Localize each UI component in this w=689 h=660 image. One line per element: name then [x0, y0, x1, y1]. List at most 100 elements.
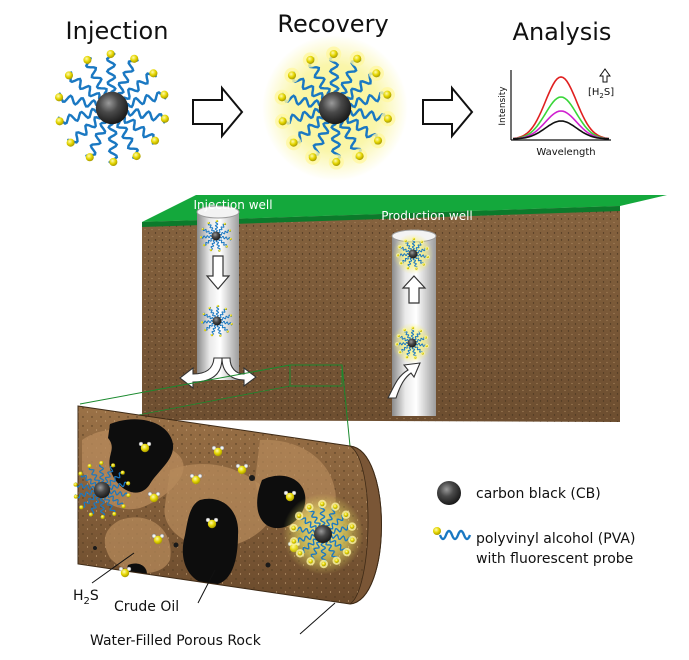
process-arrow-1 [192, 85, 244, 139]
h2s-leader-line [91, 552, 135, 584]
fluorescent-probe [120, 470, 125, 475]
pva-chain [116, 121, 140, 159]
spectrum-xlabel: Wavelength [536, 147, 595, 158]
pva-chain [57, 107, 98, 126]
pva-chain [84, 57, 108, 95]
rock-leader-line [299, 602, 336, 635]
spectrum-curves [512, 76, 610, 140]
h2s-concentration-label: [H2S] [588, 87, 614, 100]
spectrum-curve [513, 120, 609, 140]
fluorescent-probe [329, 49, 338, 59]
fluorescent-probe [425, 344, 428, 348]
fluorescent-probe [149, 69, 158, 78]
pva-chain [220, 320, 232, 326]
pva-chain [123, 116, 155, 145]
pva-chain [216, 324, 222, 337]
fluorescent-probe [202, 312, 205, 316]
fluorescent-probe [229, 314, 233, 317]
nanoparticle-in-injection-well-bottom [200, 304, 233, 337]
crude-oil-blob [182, 498, 239, 586]
pva-chain [126, 108, 166, 124]
fluorescent-probe [160, 90, 169, 99]
spectrum-ylabel: Intensity [498, 86, 508, 126]
carbon-black-core [95, 91, 129, 125]
pva-chain [69, 71, 101, 100]
fluorescent-probe [287, 71, 297, 80]
fluorescent-probe [111, 463, 116, 468]
fluorescent-probe [73, 494, 78, 499]
h2s-molecule [151, 533, 165, 545]
fluorescent-probe [199, 236, 203, 239]
fluorescent-probe [353, 54, 362, 63]
spectrum-plot: Intensity Wavelength [H2S] [498, 68, 614, 158]
h2s-molecule [235, 463, 249, 475]
stage-title-analysis: Analysis [513, 18, 612, 46]
fluorescent-probe [334, 558, 339, 563]
fluorescent-probe [100, 514, 105, 520]
pva-chain [207, 221, 215, 233]
fluorescent-probe [308, 559, 313, 564]
pva-chain [202, 227, 213, 235]
carbon-black-legend-icon [437, 481, 461, 505]
fluorescent-probe [226, 330, 229, 333]
h2s-molecule [205, 517, 219, 529]
fluorescent-probe [373, 136, 383, 145]
h2s-molecule [118, 566, 132, 578]
legend: carbon black (CB) polyvinyl alcohol (PVA… [433, 481, 635, 567]
pva-chain [107, 494, 124, 509]
fluorescent-probe [396, 254, 400, 257]
fluorescent-probe [200, 321, 204, 324]
pva-chain [218, 223, 227, 234]
fluorescent-probe [372, 69, 381, 78]
fluorescent-probe [414, 356, 417, 359]
fluorescent-probe [224, 307, 227, 310]
fluorescent-probe [289, 138, 298, 147]
pore-water [104, 517, 171, 573]
pva-chain [219, 308, 228, 319]
pva-legend-icon [433, 527, 472, 541]
carbon-black-core [408, 249, 418, 259]
nanoparticle-in-production-well-bottom [391, 322, 433, 364]
spectrum-curve [512, 76, 610, 140]
nanoparticle-injection [55, 49, 169, 167]
fluorescent-probe [395, 343, 399, 346]
fluorescent-probe [219, 334, 222, 337]
nanoparticle-in-injection-well-top [199, 219, 232, 252]
pva-chain [200, 234, 212, 239]
pva-chain [88, 464, 100, 484]
fluorescent-probe [228, 229, 232, 232]
fluorescent-probe [64, 71, 74, 80]
fluorescent-probe [307, 505, 312, 510]
pva-chain [219, 229, 231, 236]
fluorescent-probe [333, 504, 338, 509]
fluorescent-probe [66, 138, 75, 147]
fluorescent-probe [78, 471, 83, 476]
fluorescent-probe [126, 493, 131, 498]
fluorescent-probe [383, 90, 392, 99]
legend-pva-line1: polyvinyl alcohol (PVA) [476, 531, 635, 547]
stage-title-injection: Injection [66, 17, 169, 45]
fluorescent-probe [278, 117, 287, 126]
pva-chain [219, 235, 231, 241]
fluorescent-probe [321, 561, 326, 567]
pva-chain [123, 72, 157, 100]
pva-chain [209, 239, 216, 251]
fluorescent-probe [343, 512, 349, 517]
fluorescent-probe [425, 247, 429, 250]
porous-rock-cylinder [73, 405, 382, 605]
pva-chain [201, 319, 213, 324]
fluorescent-probe [106, 49, 115, 59]
fluorescent-probe [216, 304, 219, 308]
ground-surface [142, 195, 667, 222]
fluorescent-probe [126, 481, 131, 486]
pva-chain [104, 496, 116, 516]
fluorescent-probe [383, 114, 392, 123]
fluorescent-probe [218, 249, 221, 252]
fluorescent-probe [208, 306, 211, 310]
nanoparticle-in-rock-glowing [282, 493, 364, 575]
carbon-black-core [318, 91, 352, 125]
fluorescent-probe [421, 352, 424, 355]
pva-chain [107, 472, 125, 487]
pva-chain [214, 220, 219, 232]
fluorescent-probe [85, 153, 94, 162]
